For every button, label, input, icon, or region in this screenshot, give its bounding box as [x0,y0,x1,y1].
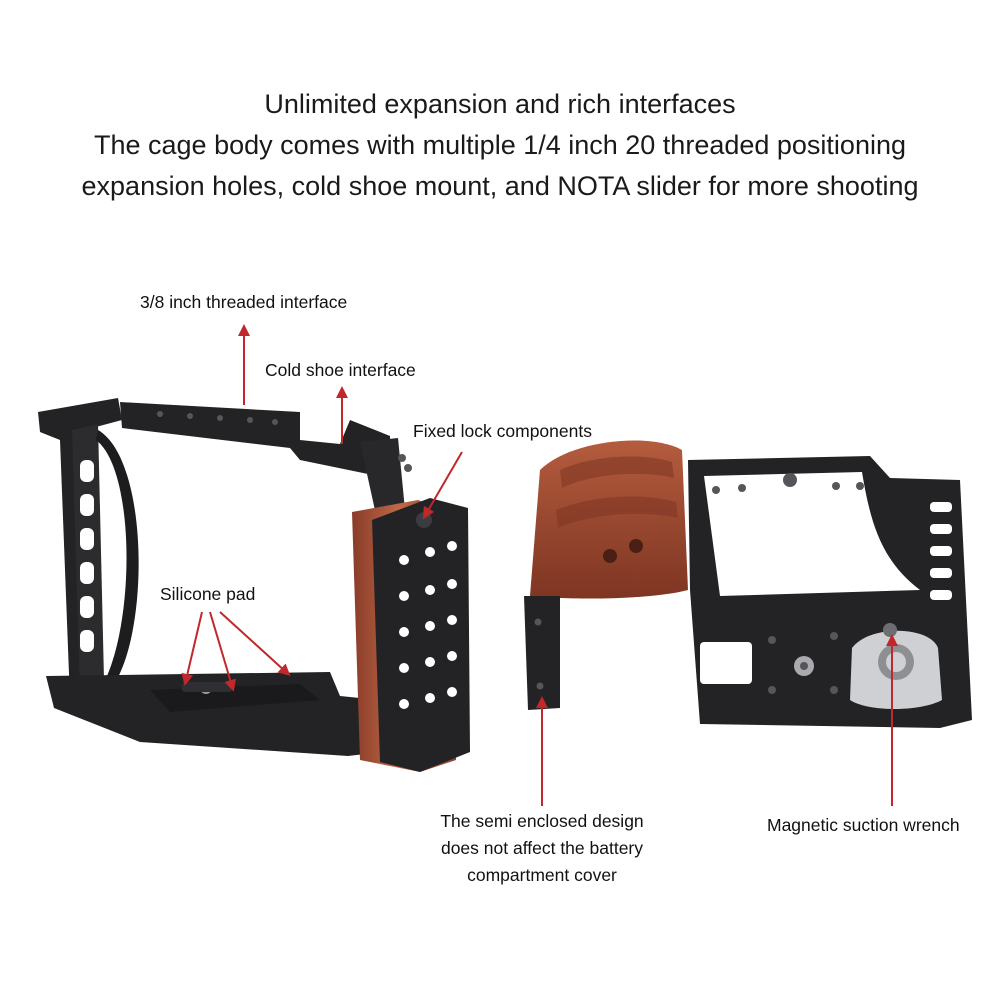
right-cage [524,440,972,728]
label-fixed-lock: Fixed lock components [413,421,592,441]
label-semi-enclosed-line-2: does not affect the battery [440,838,644,858]
arrow-silicone-pad-3 [219,611,291,677]
label-semi-enclosed-line-1: The semi enclosed design [440,811,644,831]
label-semi-enclosed-line-3: compartment cover [467,865,617,885]
label-semi-enclosed: The semi enclosed design does not affect… [412,808,672,889]
callout-arrows [181,324,898,806]
arrow-fixed-lock [422,451,463,520]
label-threaded-interface: 3/8 inch threaded interface [140,292,348,312]
label-cold-shoe: Cold shoe interface [265,360,416,380]
headline-line-2: The cage body comes with multiple 1/4 in… [94,130,906,160]
left-cage [38,398,470,772]
arrow-silicone-pad-1 [181,611,203,686]
label-silicone-pad: Silicone pad [160,584,256,604]
label-magnetic-wrench: Magnetic suction wrench [767,815,960,835]
arrow-silicone-pad-2 [209,611,237,692]
headline: Unlimited expansion and rich interfaces … [0,84,1000,207]
headline-line-3: expansion holes, cold shoe mount, and NO… [81,171,919,201]
headline-line-1: Unlimited expansion and rich interfaces [264,89,736,119]
